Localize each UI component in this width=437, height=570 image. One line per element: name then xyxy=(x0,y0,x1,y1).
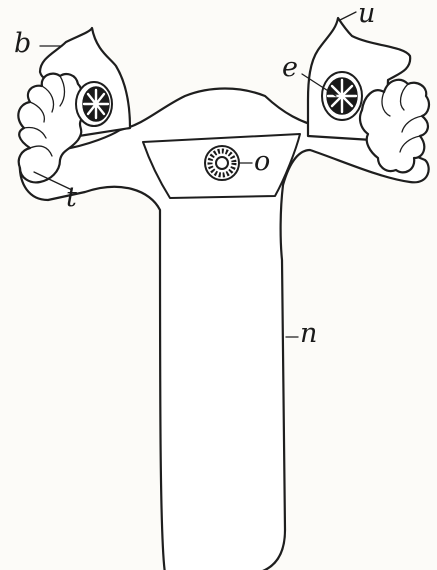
leader-u xyxy=(340,12,356,20)
label-u: u xyxy=(358,0,375,27)
left-round-body-striations xyxy=(84,90,108,118)
central-round-core xyxy=(216,157,228,169)
label-n: n xyxy=(300,320,317,347)
label-o: o xyxy=(254,148,270,175)
label-b: b xyxy=(14,30,31,57)
label-e: e xyxy=(282,54,298,81)
label-t: t xyxy=(66,184,77,211)
